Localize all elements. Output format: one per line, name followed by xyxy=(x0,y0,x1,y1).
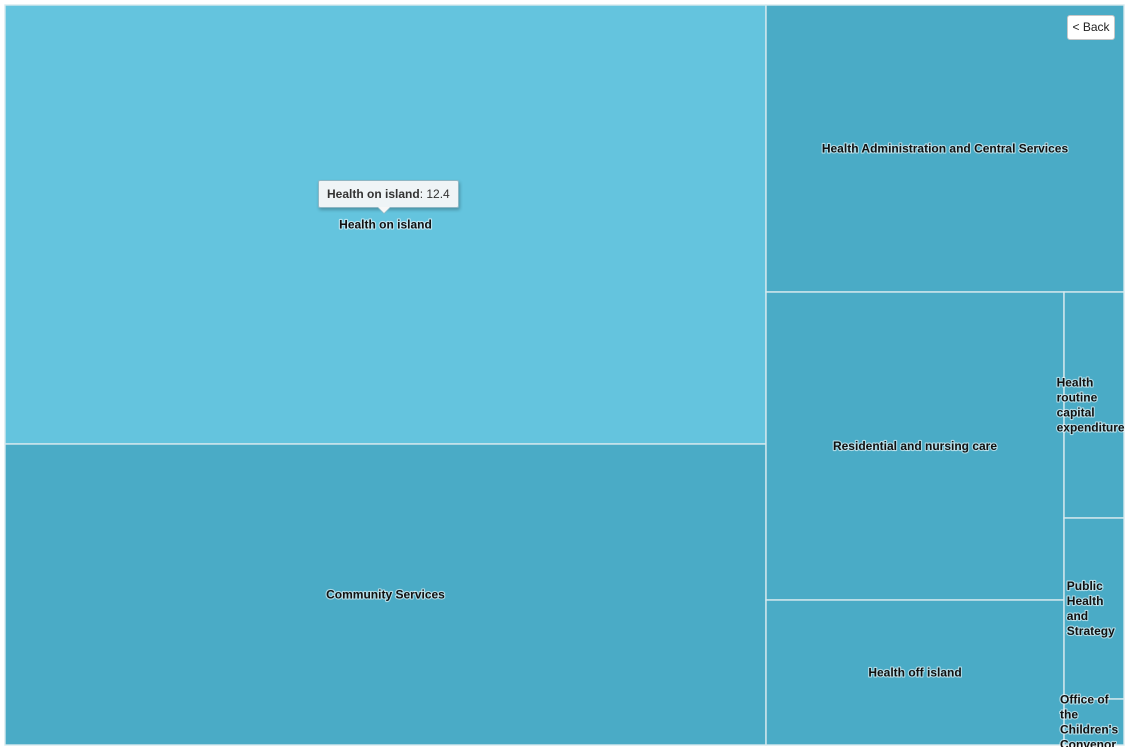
tooltip-separator: : xyxy=(419,187,427,201)
tile-residential-and-nursing-care[interactable] xyxy=(765,291,1065,601)
tile-label-health-administration-and-central-services: Health Administration and Central Servic… xyxy=(822,142,1069,156)
tile-health-off-island[interactable] xyxy=(765,599,1065,746)
tile-label-health-off-island: Health off island xyxy=(868,666,961,680)
tile-community-services[interactable] xyxy=(4,443,767,746)
tile-label-residential-and-nursing-care: Residential and nursing care xyxy=(833,439,997,453)
tile-office-of-the-children-s-convenor[interactable] xyxy=(1063,698,1125,746)
tile-label-health-on-island: Health on island xyxy=(339,218,432,232)
back-button[interactable]: < Back xyxy=(1067,15,1115,40)
treemap-tiles xyxy=(4,4,1125,746)
tooltip-value: 12.4 xyxy=(426,187,450,201)
tile-label-community-services: Community Services xyxy=(326,588,445,602)
tile-health-routine-capital-expenditure[interactable] xyxy=(1063,291,1125,519)
tooltip-name: Health on island xyxy=(327,187,420,201)
tooltip: Health on island: 12.4 xyxy=(318,180,459,214)
tile-health-on-island[interactable] xyxy=(4,4,767,445)
tile-health-administration-and-central-services[interactable] xyxy=(765,4,1125,293)
tooltip-pointer-fill xyxy=(378,207,390,213)
